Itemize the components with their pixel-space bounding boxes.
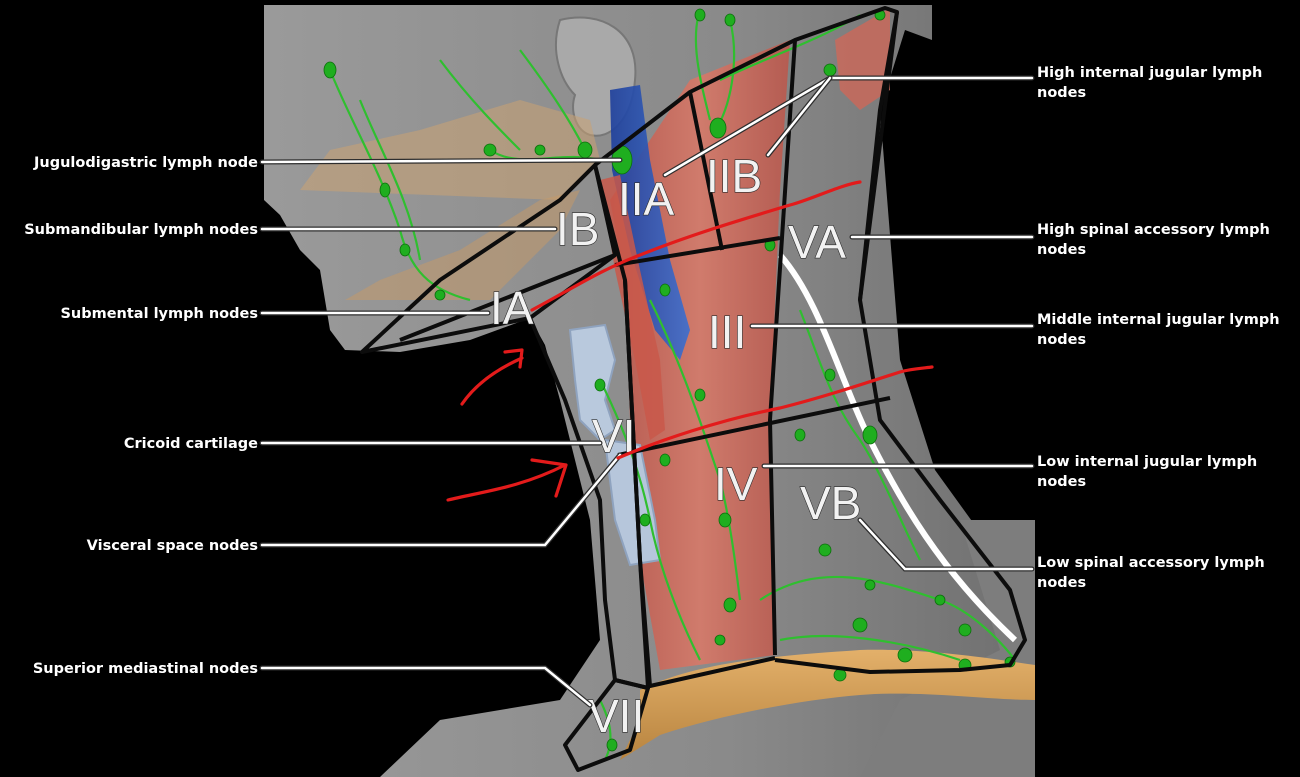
- level-iv: IV: [714, 458, 758, 510]
- level-vi-outline: [528, 279, 650, 690]
- level-iia-iib-divider: [688, 91, 724, 251]
- mandible-body: [345, 190, 580, 300]
- scm-posterior-border: [768, 39, 797, 656]
- level-vb: VB: [800, 477, 861, 529]
- left-labels: Jugulodigastric lymph node Submandibular…: [24, 155, 258, 677]
- level-ia-ib-divider: [399, 253, 616, 342]
- right-labels: High internal jugular lymph nodes High s…: [1037, 65, 1285, 591]
- label-middle-internal-jugular: Middle internal jugular lymph nodes: [1037, 312, 1285, 348]
- level-vii: VII: [588, 690, 644, 742]
- level-ib: IB: [556, 203, 599, 255]
- level-ia: IA: [490, 282, 534, 334]
- level-iii: III: [708, 306, 746, 358]
- label-low-internal-jugular: Low internal jugular lymph nodes: [1037, 454, 1262, 490]
- clavicle: [620, 649, 1035, 760]
- label-high-spinal-accessory: High spinal accessory lymph nodes: [1037, 222, 1275, 258]
- leader-lines: [259, 75, 1035, 708]
- label-mediastinal: Superior mediastinal nodes: [33, 661, 258, 677]
- level-labels: IA IB IIA IIB III IV VA VB VI VII: [489, 149, 862, 742]
- red-arrow-lower: [446, 458, 568, 502]
- level-iib: IIB: [706, 150, 762, 202]
- red-arrow-upper: [460, 348, 524, 406]
- level-iii-iv-divider: [617, 396, 891, 457]
- lymphatic-network: [323, 8, 1016, 761]
- label-high-internal-jugular: High internal jugular lymph nodes: [1037, 65, 1267, 101]
- level-vii-outline: [563, 678, 650, 772]
- level-va: VA: [788, 216, 846, 268]
- shoulder: [860, 520, 1035, 777]
- red-line-lower: [616, 365, 934, 460]
- mandible: [300, 100, 600, 200]
- level-v-posterior-border: [774, 11, 1027, 674]
- label-submandibular: Submandibular lymph nodes: [24, 222, 258, 238]
- red-annotations: [446, 180, 934, 502]
- trapezius-upper: [835, 8, 890, 110]
- label-jugulodigastric: Jugulodigastric lymph node: [33, 155, 258, 171]
- red-line-upper: [530, 180, 862, 312]
- label-submental: Submental lymph nodes: [60, 306, 258, 322]
- larynx-cartilage: [568, 323, 617, 442]
- level-boundaries: [360, 6, 1027, 772]
- level-iia: IIA: [618, 173, 675, 225]
- label-cricoid: Cricoid cartilage: [124, 436, 258, 452]
- level-ii-iii-divider: [614, 236, 781, 267]
- label-low-spinal-accessory: Low spinal accessory lymph nodes: [1037, 555, 1270, 591]
- label-visceral: Visceral space nodes: [87, 538, 258, 554]
